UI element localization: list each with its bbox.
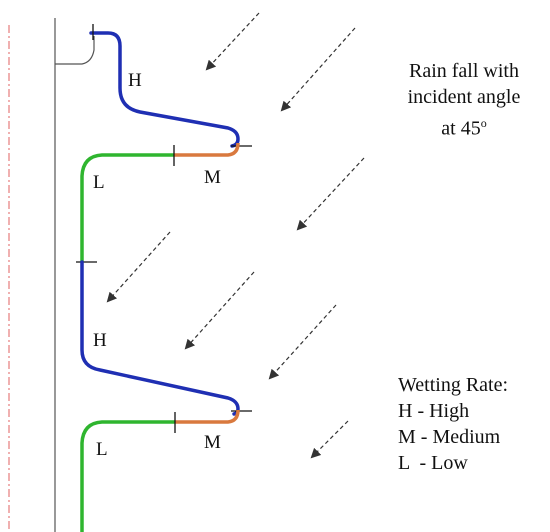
legend-low: L - Low bbox=[398, 452, 468, 474]
upper-profile-medium bbox=[174, 142, 240, 157]
lower-low-label: L bbox=[96, 439, 108, 460]
rain-arrow bbox=[106, 231, 171, 303]
top-bracket bbox=[55, 36, 95, 65]
rain-arrow bbox=[268, 304, 337, 380]
wetting-rate-legend: Wetting Rate: H - High M - Medium L - Lo… bbox=[398, 372, 508, 476]
upper-medium-label: M bbox=[204, 167, 221, 188]
rain-line-3: at 45o bbox=[380, 110, 548, 142]
lower-medium-label: M bbox=[204, 432, 221, 453]
rain-arrow bbox=[296, 157, 365, 231]
legend-title: Wetting Rate: bbox=[398, 374, 509, 396]
rain-angle: at 45 bbox=[441, 117, 481, 140]
upper-profile-high bbox=[89, 31, 240, 148]
lower-profile-low bbox=[80, 420, 175, 532]
degree-sign: o bbox=[480, 116, 487, 130]
rain-line-2: incident angle bbox=[407, 86, 521, 108]
lower-profile-medium bbox=[175, 409, 240, 424]
legend-medium: M - Medium bbox=[398, 426, 501, 448]
rain-arrow bbox=[280, 27, 356, 112]
upper-profile-low bbox=[80, 153, 174, 262]
rain-description: Rain fall with incident angle at 45o bbox=[380, 58, 548, 142]
rain-line-1: Rain fall with bbox=[409, 60, 519, 82]
upper-high-label: H bbox=[128, 70, 142, 91]
rain-arrow bbox=[310, 420, 349, 459]
upper-low-label: L bbox=[93, 172, 105, 193]
legend-high: H - High bbox=[398, 400, 470, 422]
rain-arrow bbox=[184, 271, 255, 350]
rain-arrow bbox=[205, 12, 260, 71]
lower-high-label: H bbox=[93, 330, 107, 351]
rain-arrows bbox=[106, 12, 365, 459]
